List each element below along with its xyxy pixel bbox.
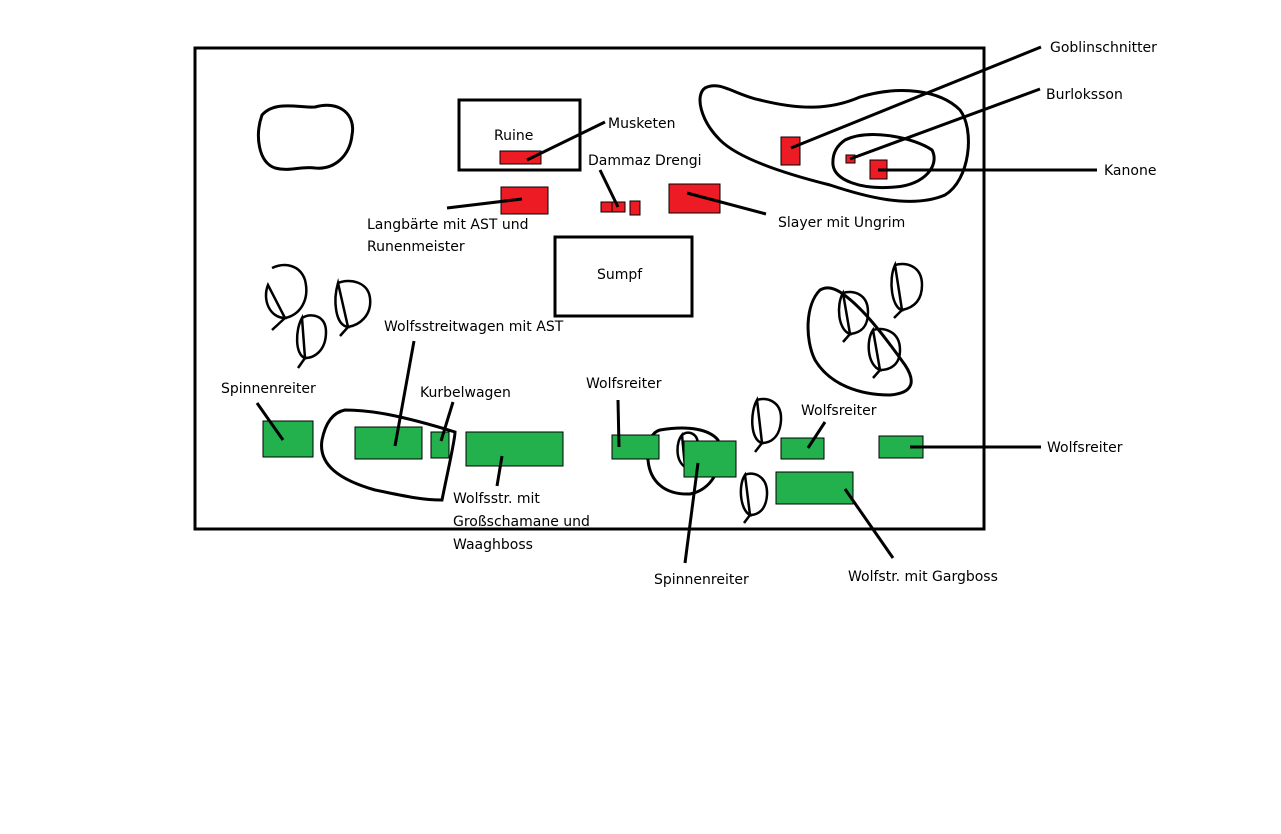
unit-goblinschnitter[interactable] [780,136,801,166]
label-wolf-riders-3: Wolfsreiter [1047,440,1123,456]
label-longbeards-1: Langbärte mit AST und [367,217,528,233]
label-wolf-riders-2: Wolfsreiter [801,403,877,419]
label-kurbelwagen: Kurbelwagen [420,385,511,401]
label-wolf-chariot-gargboss: Wolfstr. mit Gargboss [848,569,998,585]
swamp-terrain [553,235,694,318]
forest-right [676,260,924,524]
unit-dammaz-drengi[interactable] [629,200,641,216]
dwarf-army [499,136,888,216]
label-musketeers: Musketen [608,116,675,132]
hill-left [256,103,355,171]
forest-left [264,263,372,369]
ruin-label: Ruine [494,128,533,144]
tree-icon [295,313,328,369]
unit-spider-riders[interactable] [683,440,737,478]
tree-icon [890,260,924,319]
unit-spider-riders[interactable] [262,420,314,458]
label-wolf-riders-1: Wolfsreiter [586,376,662,392]
tree-icon [264,263,308,331]
orc-army [262,420,924,505]
tree-icon [837,289,870,343]
unit-dammaz-drengi[interactable] [611,201,626,213]
label-wolf-chariot-ast: Wolfsstreitwagen mit AST [384,319,564,335]
tree-icon [334,278,372,337]
unit-kurbelwagen[interactable] [430,431,450,459]
label-spider-riders-right: Spinnenreiter [654,572,749,588]
unit-slayers[interactable] [668,183,721,214]
unit-wolf-chariot-gargboss[interactable] [775,471,854,505]
label-dammaz-drengi: Dammaz Drengi [588,153,702,169]
label-longbeards-2: Runenmeister [367,239,465,255]
unit-wolf-chariot-shaman[interactable] [465,431,564,467]
label-slayers: Slayer mit Ungrim [778,215,905,231]
label-wolf-chariot-shaman-3: Waaghboss [453,537,533,553]
unit-dammaz-drengi[interactable] [600,201,613,213]
leader-lines [255,45,1097,564]
tree-icon [751,396,783,453]
label-wolf-chariot-shaman-1: Wolfsstr. mit [453,491,540,507]
hill-forest-right [806,286,913,397]
label-cannon: Kanone [1104,163,1156,179]
label-spider-riders-left: Spinnenreiter [221,381,316,397]
tree-icon [867,326,902,379]
table-border [193,46,986,531]
unit-musketeers[interactable] [499,150,542,165]
unit-wolf-riders[interactable] [780,437,825,460]
hill-large-right [698,84,970,203]
swamp-label: Sumpf [597,267,643,283]
label-goblinschnitter: Goblinschnitter [1050,40,1157,56]
label-burloksson: Burloksson [1046,87,1123,103]
hill-bottom-left [320,408,457,502]
label-wolf-chariot-shaman-2: Großschamane und [453,514,590,530]
tree-icon [739,471,769,524]
unit-wolf-chariot-ast[interactable] [354,426,423,460]
